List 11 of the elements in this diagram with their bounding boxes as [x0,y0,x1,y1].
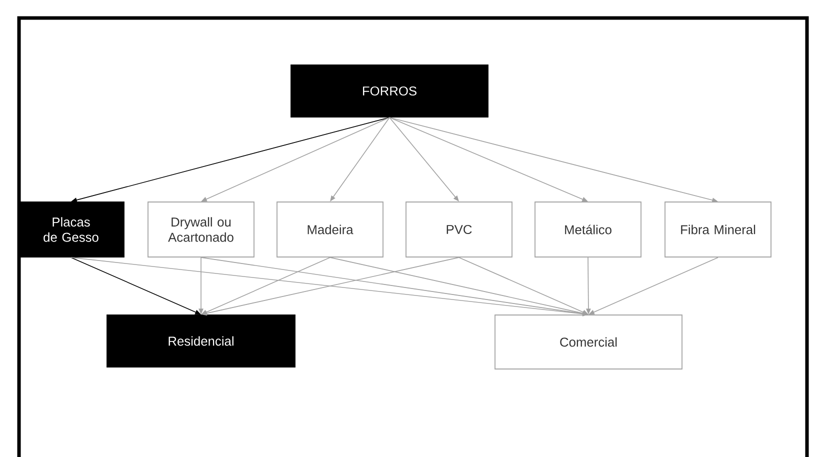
title-box: FORROS [290,64,488,118]
arrow [389,117,459,202]
category-box: PVC [406,202,512,258]
category-box: Fibra Mineral [664,202,772,258]
category-box: Drywall ou Acartonado [148,202,254,258]
category-box: Comercial [494,314,682,370]
category-box: Metálico [534,202,642,258]
arrow [330,117,390,202]
category-box: Residencial [106,314,296,368]
category-box: Placas de Gesso [18,202,124,258]
category-box: Madeira [276,202,384,258]
